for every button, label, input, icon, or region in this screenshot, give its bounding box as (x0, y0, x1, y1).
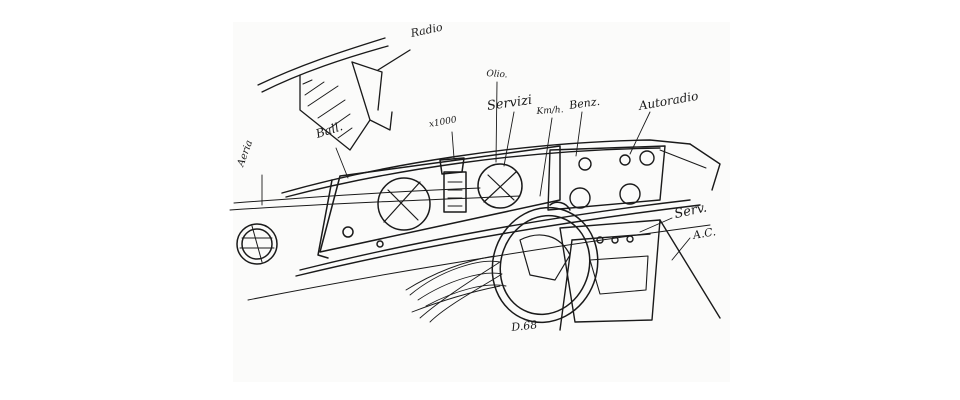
artist-signature: D.68 (510, 318, 538, 334)
leader-lines (261, 81, 691, 261)
hatched-pillar (257, 37, 411, 151)
air-vent (236, 223, 278, 265)
annotation-kmh: Km/h. (536, 105, 564, 117)
center-console (547, 145, 721, 331)
annotation-olio: Olio. (486, 69, 508, 81)
knee-area-scribble (405, 255, 507, 323)
instrument-cluster (317, 145, 561, 259)
paper-sheet (233, 22, 730, 382)
steering-wheel (491, 201, 599, 324)
